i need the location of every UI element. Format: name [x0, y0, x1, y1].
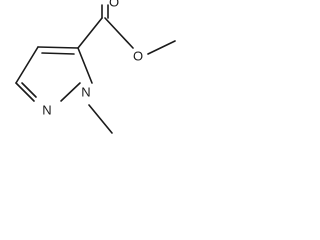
- bond-carbonyl-ester-o: [104, 17, 134, 49]
- atom-label-ring-nitrogen-top: N: [81, 85, 90, 100]
- bond-c4-c5-inner: [41, 52, 75, 55]
- atom-label-carbonyl-oxygen: O: [109, 0, 119, 10]
- atom-label-ester-oxygen: O: [133, 49, 143, 64]
- bond-c5-carbonyl: [77, 17, 103, 49]
- bond-n1-n2: [60, 82, 81, 102]
- bond-c5-n1: [77, 47, 93, 84]
- bond-c4-c5: [37, 46, 79, 49]
- structural-formula: O O N N: [15, 0, 176, 134]
- atom-label-ring-nitrogen-bottom: N: [42, 103, 51, 118]
- bond-c3-n2: [15, 82, 35, 102]
- bond-n1-methyl: [88, 104, 113, 134]
- bond-c3-c4: [15, 46, 39, 84]
- bond-ester-o-methyl: [147, 40, 176, 55]
- bond-c3-n2-inner: [21, 82, 37, 98]
